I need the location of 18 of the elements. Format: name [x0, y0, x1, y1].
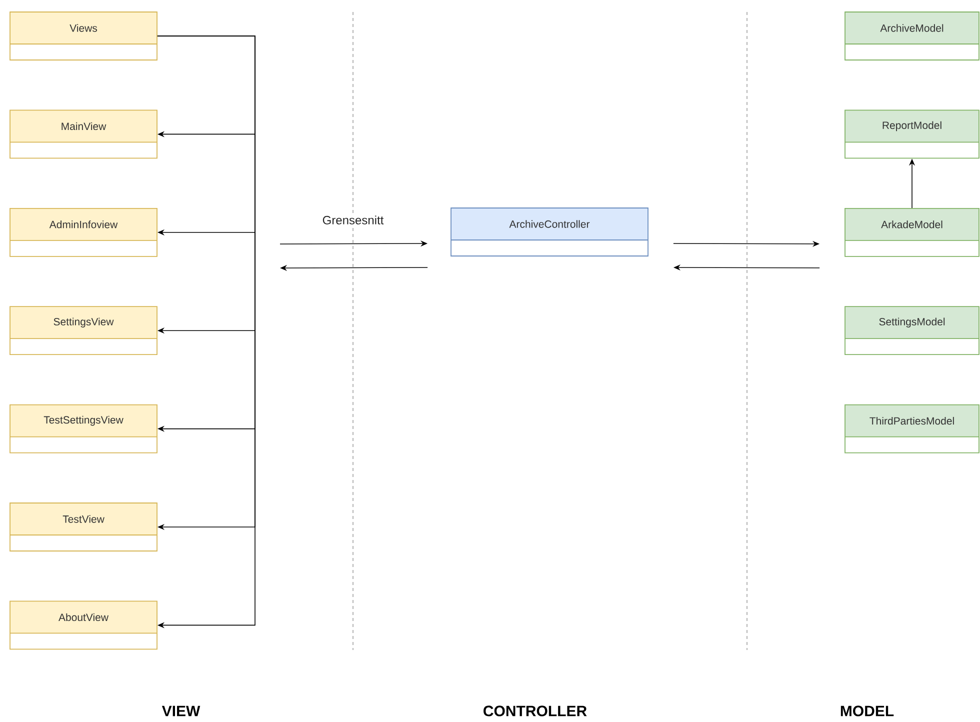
class-box: SettingsView: [10, 306, 158, 356]
class-box: ArchiveController: [450, 208, 648, 256]
class-box: ReportModel: [844, 110, 980, 159]
edge-label: Grensesnitt: [321, 214, 385, 226]
class-box: TestSettingsView: [10, 404, 158, 454]
class-box: AboutView: [10, 600, 158, 650]
class-box: ArchiveModel: [844, 12, 980, 60]
class-box: Views: [10, 12, 158, 60]
class-box: AdminInfoview: [10, 208, 158, 257]
class-box: MainView: [10, 110, 158, 159]
column-heading: MODEL: [840, 706, 894, 716]
class-box: ThirdPartiesModel: [844, 404, 980, 454]
column-heading: VIEW: [162, 706, 200, 716]
class-box: TestView: [10, 502, 158, 552]
column-heading: CONTROLLER: [484, 706, 587, 716]
class-box: ArkadeModel: [844, 208, 980, 257]
class-box: SettingsModel: [844, 306, 980, 356]
arrow: [157, 36, 256, 628]
